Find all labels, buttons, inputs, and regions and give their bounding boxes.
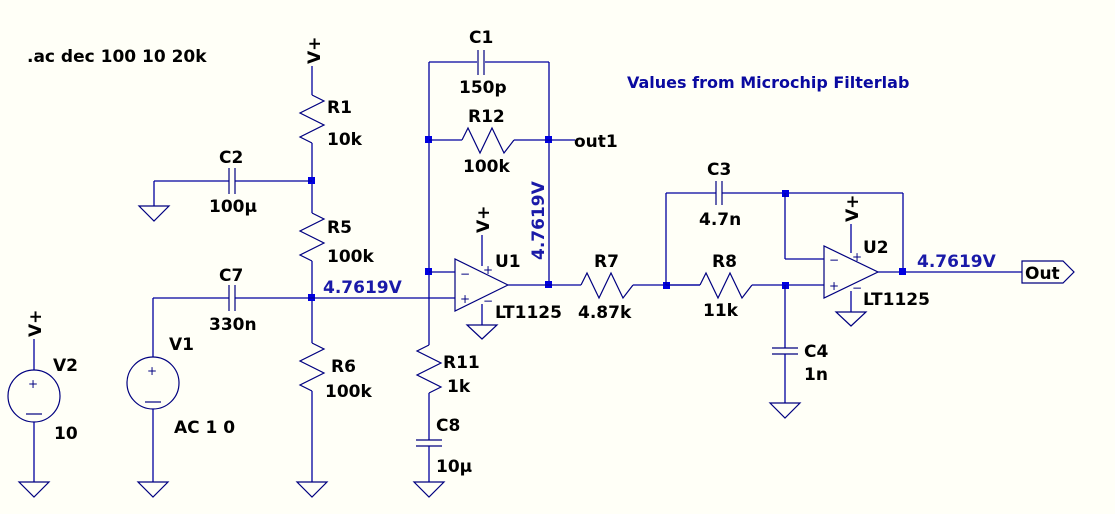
capacitor-c2[interactable]: C2 100µ — [209, 148, 257, 217]
r11-value: 1k — [447, 377, 471, 397]
ground-icon — [136, 481, 170, 498]
v1-value: AC 1 0 — [174, 418, 235, 438]
u2-value: LT1125 — [863, 290, 930, 310]
resistor-r6[interactable]: R6 100k — [298, 342, 372, 402]
opamp-u1[interactable]: − + + − U1 LT1125 — [429, 252, 562, 323]
capacitor-c1[interactable]: C1 150p — [459, 28, 507, 98]
u1-name: U1 — [495, 252, 521, 272]
vplus-label: V+ — [843, 195, 863, 222]
v1-name: V1 — [169, 335, 194, 355]
vplus-label: V+ — [305, 37, 325, 64]
ground-icon — [834, 311, 868, 327]
resistor-r8[interactable]: R8 11k — [699, 252, 753, 321]
c3-value: 4.7n — [699, 210, 741, 230]
r11-name: R11 — [443, 353, 480, 373]
junction — [425, 268, 432, 275]
v2-value: 10 — [54, 424, 78, 444]
vplus-label: V+ — [474, 206, 494, 233]
noninverting-pin: + — [460, 292, 470, 306]
c3-name: C3 — [707, 160, 731, 180]
resistor-r12[interactable]: R12 100k — [461, 107, 515, 177]
plus-sign: + — [28, 377, 38, 391]
opamp-u2[interactable]: − + + − U2 LT1125 — [823, 238, 930, 310]
spice-directive[interactable]: .ac dec 100 10 20k — [27, 47, 207, 67]
port-shape — [1021, 260, 1075, 284]
junction — [425, 136, 432, 143]
vplus-label: V+ — [26, 310, 46, 337]
r12-value: 100k — [463, 157, 510, 177]
resistor-r11-body — [415, 344, 443, 394]
c7-value: 330n — [209, 315, 257, 335]
resistor-r12-body — [461, 126, 515, 155]
noninverting-pin: + — [829, 279, 839, 293]
opamp-u1-body — [454, 258, 510, 312]
r8-name: R8 — [712, 252, 737, 272]
resistor-r5[interactable]: R5 100k — [298, 212, 374, 267]
supply-minus-pin: − — [852, 281, 862, 295]
bias-node-voltage[interactable]: 4.7619V — [323, 278, 403, 298]
resistor-r6-body — [298, 342, 326, 392]
c7-name: C7 — [219, 266, 243, 286]
u1-value: LT1125 — [495, 303, 562, 323]
ground-icon — [137, 205, 171, 222]
ground-icon — [465, 324, 499, 340]
ground-icon — [768, 402, 802, 419]
r12-name: R12 — [468, 107, 505, 127]
resistor-r5-body — [298, 212, 326, 262]
r8-value: 11k — [703, 301, 739, 321]
opamp-u2-body — [823, 245, 880, 299]
v2-name: V2 — [53, 356, 78, 376]
r6-name: R6 — [331, 357, 356, 377]
ground-icon — [412, 481, 446, 498]
inverting-pin: − — [829, 253, 839, 267]
resistor-r7-body — [580, 271, 634, 300]
u2-name: U2 — [863, 238, 889, 258]
supply-plus-pin: + — [852, 250, 862, 264]
resistor-r1[interactable]: R1 10k — [298, 94, 363, 150]
capacitor-c8[interactable]: C8 10µ — [416, 416, 472, 477]
resistor-r7[interactable]: R7 4.87k — [578, 252, 634, 323]
capacitor-c7[interactable]: C7 330n — [209, 266, 257, 335]
plus-sign: + — [147, 364, 157, 378]
capacitor-c3[interactable]: C3 4.7n — [699, 160, 741, 230]
output-port-out[interactable]: Out — [1021, 260, 1075, 284]
c8-value: 10µ — [436, 457, 472, 477]
comment-note[interactable]: Values from Microchip Filterlab — [627, 73, 909, 92]
c8-name: C8 — [436, 416, 460, 436]
c2-name: C2 — [219, 148, 243, 168]
r5-value: 100k — [327, 247, 374, 267]
vplus-flag-r1[interactable]: V+ — [305, 37, 325, 64]
r7-value: 4.87k — [578, 303, 632, 323]
supply-plus-pin: + — [483, 263, 493, 277]
c2-value: 100µ — [209, 197, 257, 217]
c4-value: 1n — [804, 365, 828, 385]
net-label-out1[interactable]: out1 — [574, 132, 618, 152]
resistor-r8-body — [699, 271, 753, 300]
inverting-pin: − — [460, 267, 470, 281]
voltage-source-v1[interactable]: + V1 AC 1 0 — [126, 335, 235, 438]
u2-output-voltage[interactable]: 4.7619V — [917, 252, 997, 272]
c1-name: C1 — [469, 28, 493, 48]
net-label-out: Out — [1025, 264, 1060, 284]
ground-icon — [295, 481, 329, 498]
c1-value: 150p — [459, 78, 507, 98]
r1-value: 10k — [327, 130, 363, 150]
r5-name: R5 — [327, 218, 352, 238]
ground-icon — [17, 481, 51, 498]
resistor-r11[interactable]: R11 1k — [415, 344, 480, 397]
r7-name: R7 — [594, 252, 619, 272]
supply-minus-pin: − — [483, 294, 493, 308]
c4-name: C4 — [804, 342, 828, 362]
junction — [899, 268, 906, 275]
resistor-r1-body — [298, 94, 326, 144]
u1-output-voltage[interactable]: 4.7619V — [529, 180, 549, 260]
r6-value: 100k — [325, 382, 372, 402]
cap-gap — [477, 50, 485, 74]
r1-name: R1 — [327, 98, 352, 118]
